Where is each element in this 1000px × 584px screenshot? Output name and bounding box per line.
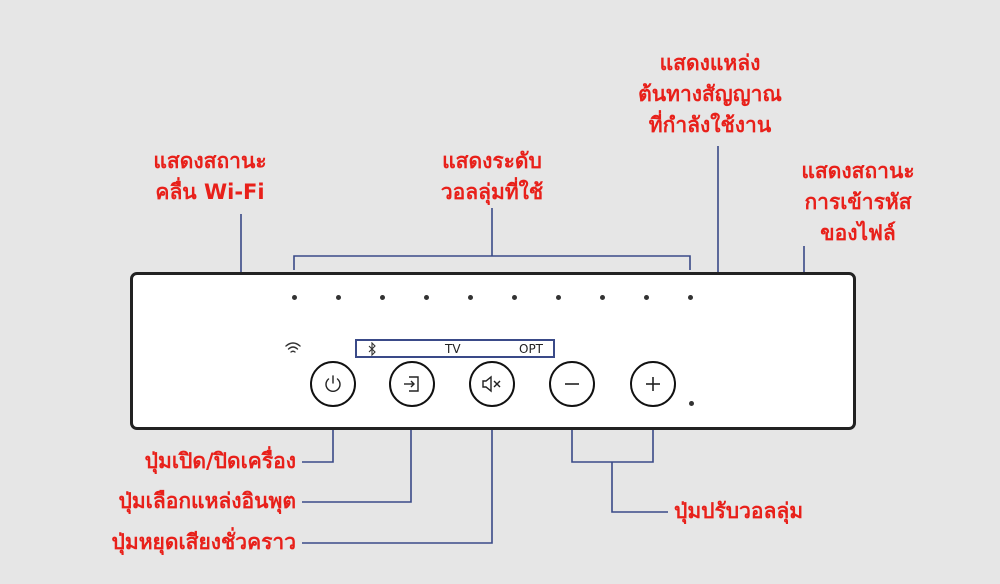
- volume-led: [292, 295, 297, 300]
- volume-buttons-leader-line: [611, 462, 668, 513]
- volume-led: [688, 295, 693, 300]
- source-indicator-bar: TV OPT: [355, 339, 555, 358]
- label-power-button: ปุ่มเปิด/ปิดเครื่อง: [144, 449, 296, 473]
- volume-led: [512, 295, 517, 300]
- label-wifi-status: แสดงสถานะ คลื่น Wi-Fi: [153, 149, 267, 204]
- input-button[interactable]: [389, 361, 435, 407]
- volume-led: [336, 295, 341, 300]
- label-pairing-status: แสดงสถานะ การเข้ารหัส ของไฟล์: [801, 159, 915, 245]
- plus-icon: [646, 377, 660, 391]
- volume-led: [644, 295, 649, 300]
- volume-led: [600, 295, 605, 300]
- label-volume-buttons: ปุ่มปรับวอลลุ่ม: [674, 499, 804, 523]
- minus-icon: [565, 383, 579, 385]
- label-volume-level: แสดงระดับ วอลลุ่มที่ใช้: [440, 149, 544, 204]
- source-opt-label: OPT: [519, 342, 544, 356]
- volume-down-button[interactable]: [549, 361, 595, 407]
- input-icon: [404, 376, 419, 392]
- input-leader-line: [302, 406, 412, 503]
- label-source-indicator: แสดงแหล่ง ต้นทางสัญญาณ ที่กำลังใช้งาน: [638, 51, 782, 137]
- volume-led: [424, 295, 429, 300]
- volume-leader-bracket: [293, 255, 691, 270]
- volume-up-button[interactable]: [630, 361, 676, 407]
- source-tv-label: TV: [445, 342, 461, 356]
- bluetooth-icon: [368, 342, 376, 356]
- volume-led: [380, 295, 385, 300]
- pairing-status-led: [689, 401, 694, 406]
- volume-led: [468, 295, 473, 300]
- label-input-button: ปุ่มเลือกแหล่งอินพุต: [118, 489, 297, 513]
- mute-leader-line: [302, 406, 493, 544]
- wifi-icon: [285, 342, 301, 353]
- label-mute-button: ปุ่มหยุดเสียงชั่วคราว: [111, 530, 296, 554]
- volume-led: [556, 295, 561, 300]
- mute-icon: [482, 375, 501, 393]
- power-icon: [325, 375, 341, 393]
- power-button[interactable]: [310, 361, 356, 407]
- mute-button[interactable]: [469, 361, 515, 407]
